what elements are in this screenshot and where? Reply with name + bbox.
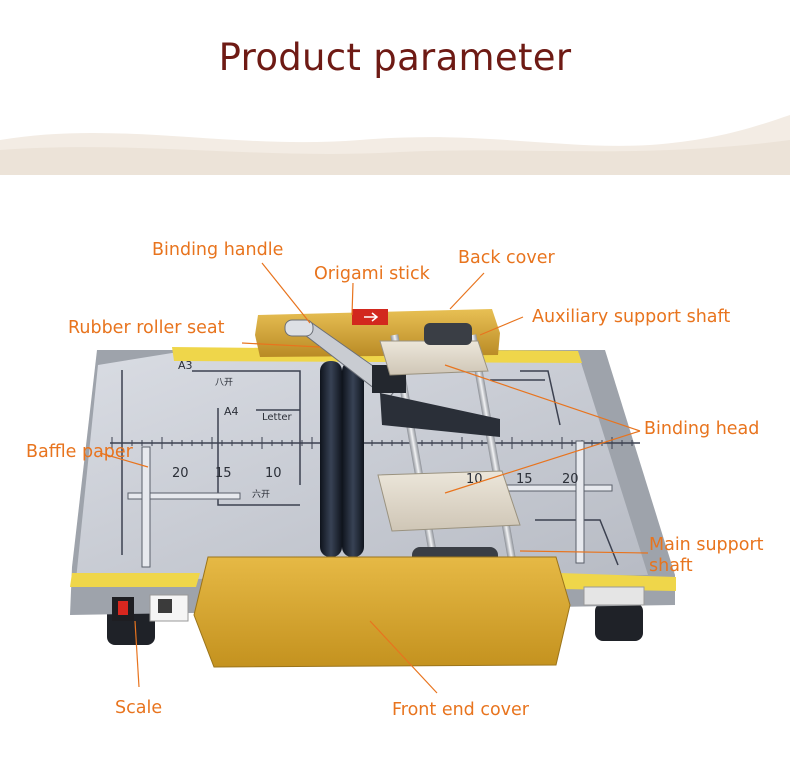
plate-text-a4: A4 <box>224 405 239 418</box>
plate-text-right-20: 20 <box>562 472 579 487</box>
label-main-support-line1: Main support <box>649 535 764 555</box>
binding-head-clamp <box>424 323 472 345</box>
label-baffle-paper: Baffle paper <box>26 442 133 462</box>
label-rubber-roller-seat: Rubber roller seat <box>68 318 225 338</box>
plate-text-right-15: 15 <box>516 472 533 487</box>
baffle-paper-right[interactable] <box>575 440 585 564</box>
binding-head-top[interactable] <box>379 340 489 376</box>
machine-illustration: A3 八开 A4 Letter 20 15 10 六开 10 15 20 <box>70 262 676 694</box>
plate-text-a3: A3 <box>178 359 193 372</box>
foot-right <box>595 603 643 641</box>
plate-text-cn8: 八开 <box>215 377 233 388</box>
baffle-slot-right <box>491 484 613 492</box>
handle-arm <box>380 393 500 437</box>
baffle-slot-left <box>127 492 241 500</box>
baffle-paper-left[interactable] <box>141 446 151 568</box>
rubber-roller-2 <box>342 361 364 557</box>
label-binding-head: Binding head <box>644 419 760 439</box>
plate-text-cn6: 六开 <box>252 488 270 500</box>
plate-text-left-20: 20 <box>172 466 189 481</box>
power-switch[interactable] <box>118 601 128 615</box>
scale-strip-left <box>70 573 200 587</box>
page-title: Product parameter <box>218 36 572 79</box>
front-end-cover <box>193 556 571 668</box>
header-banner: Product parameter <box>0 0 790 175</box>
product-stage: A3 八开 A4 Letter 20 15 10 六开 10 15 20 <box>0 175 790 773</box>
plate-text-letter: Letter <box>262 412 293 423</box>
label-auxiliary-support-shaft: Auxiliary support shaft <box>532 307 731 327</box>
label-back-cover: Back cover <box>458 248 555 268</box>
callout-lines <box>99 262 649 694</box>
plate-text-right-10: 10 <box>466 472 483 487</box>
label-binding-handle: Binding handle <box>152 240 284 260</box>
header-wave-background <box>0 0 790 175</box>
label-front-end-cover: Front end cover <box>392 700 530 720</box>
label-origami-stick: Origami stick <box>314 264 430 284</box>
label-main-support-line2: shaft <box>649 556 693 576</box>
rubber-roller-1 <box>320 361 342 557</box>
plate-text-left-10: 10 <box>265 466 282 481</box>
plate-text-left-15: 15 <box>215 466 232 481</box>
label-scale: Scale <box>115 698 163 718</box>
spec-label <box>583 586 645 606</box>
binding-head-bottom[interactable] <box>377 470 521 532</box>
